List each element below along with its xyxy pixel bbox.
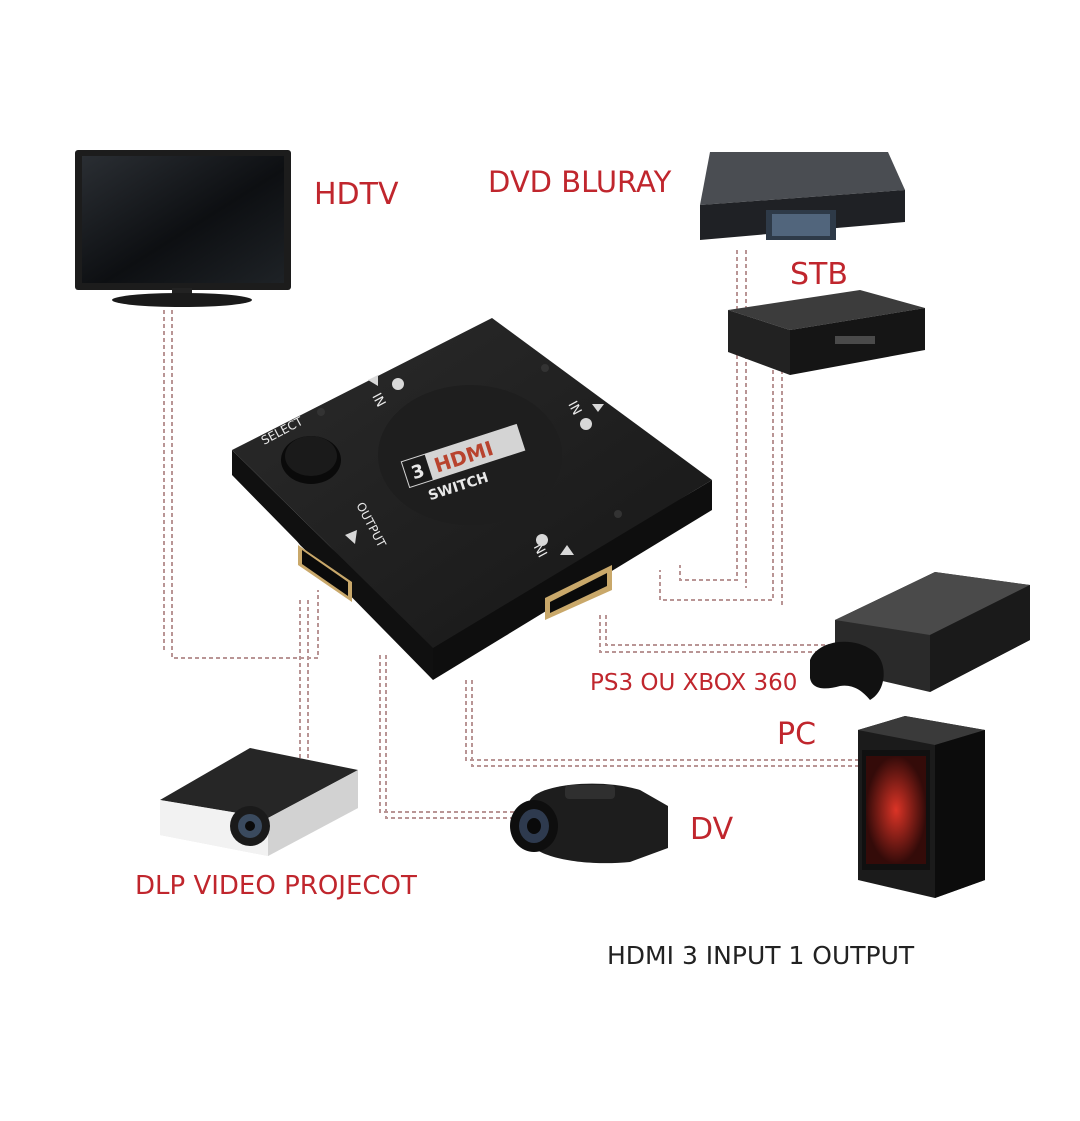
in2-led bbox=[614, 510, 622, 518]
in1-label: IN bbox=[368, 391, 388, 410]
label-pc: PC bbox=[777, 717, 817, 752]
cable-stb bbox=[659, 370, 774, 601]
label-dv: DV bbox=[690, 812, 734, 847]
pc-device bbox=[858, 716, 985, 898]
hdmi-switch-device: 3 HDMI SWITCH SELECT IN IN OUTPUT IN bbox=[232, 318, 712, 680]
switch-logo-badge bbox=[400, 423, 526, 489]
cable-dvd bbox=[679, 250, 738, 581]
label-stb: STB bbox=[790, 257, 848, 292]
label-hdtv: HDTV bbox=[314, 177, 399, 212]
in2-label: IN bbox=[564, 399, 584, 418]
cable-pc bbox=[465, 680, 860, 761]
hdtv-device bbox=[75, 150, 291, 307]
cable-hdtv bbox=[171, 310, 319, 659]
cable-ps3 bbox=[605, 615, 842, 646]
diagram-caption: HDMI 3 INPUT 1 OUTPUT bbox=[607, 941, 915, 970]
projector-device bbox=[160, 748, 358, 856]
dv-device bbox=[510, 783, 668, 864]
ps3-device bbox=[810, 572, 1030, 700]
cable-lines bbox=[163, 250, 860, 819]
in3-label: IN bbox=[532, 540, 552, 559]
cable-pc-2 bbox=[471, 680, 860, 767]
cable-ps3-2 bbox=[599, 615, 842, 653]
label-ps3-xbox: PS3 OU XBOX 360 bbox=[590, 670, 798, 696]
switch-logo-number: 3 bbox=[409, 460, 427, 484]
cable-dv-2 bbox=[385, 655, 520, 819]
cable-dv bbox=[379, 655, 520, 813]
label-dvd-bluray: DVD BLURAY bbox=[488, 165, 672, 199]
in1-led bbox=[541, 364, 549, 372]
label-projector: DLP VIDEO PROJECOT bbox=[135, 871, 417, 901]
game-controller bbox=[810, 641, 884, 700]
select-led bbox=[317, 408, 325, 416]
dvd-bluray-device bbox=[700, 152, 905, 240]
stb-device bbox=[728, 290, 925, 375]
